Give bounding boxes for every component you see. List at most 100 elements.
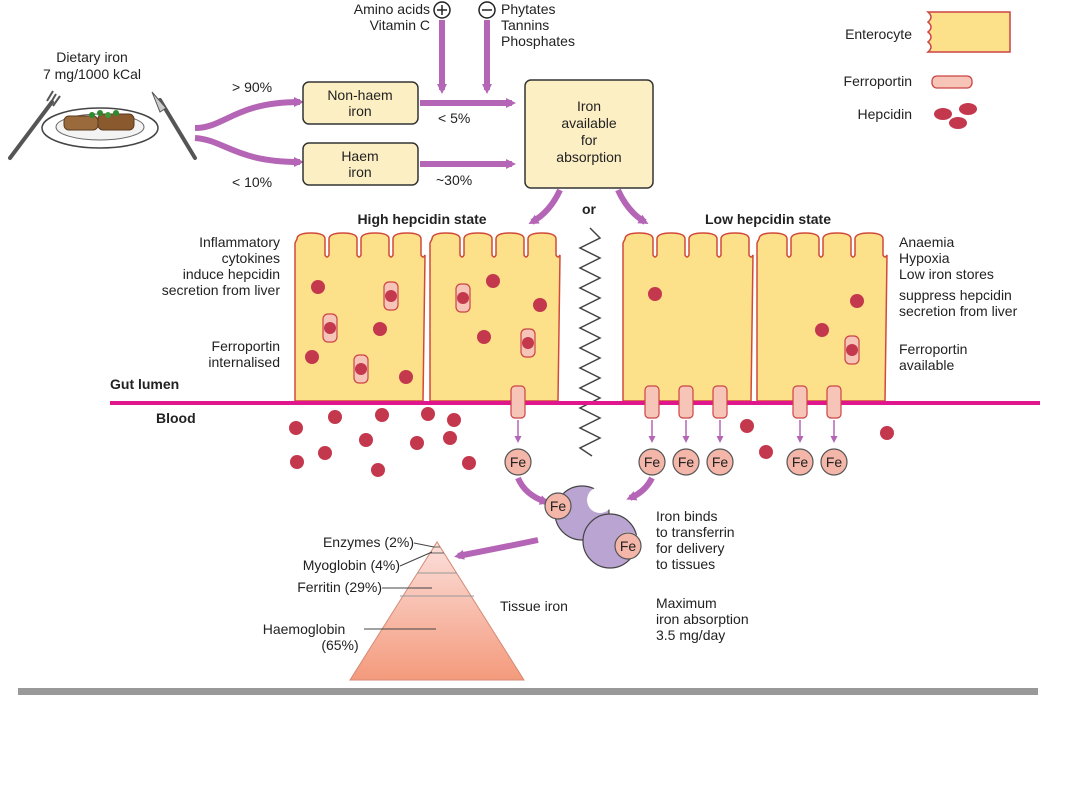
fork-icon (8, 90, 61, 160)
nonhaem-label-2: iron (348, 103, 371, 119)
hepcidin-dot-blood-6 (359, 433, 373, 447)
to-low-arrow (615, 188, 649, 225)
nonhaem-percent: > 90% (232, 79, 272, 95)
hepcidin-dot-cell-2 (373, 322, 387, 336)
hepcidin-legend-icon (934, 103, 977, 129)
knife-icon (151, 91, 197, 160)
max-absorption-1: Maximum (656, 595, 717, 611)
gut-lumen-label: Gut lumen (110, 376, 179, 392)
to-high-arrow (528, 188, 563, 225)
fe-to-transferrin-left-arrow (515, 476, 550, 505)
enterocyte-cell-1 (294, 232, 426, 402)
low-stores-note: Low iron stores (899, 266, 994, 282)
max-absorption-3: 3.5 mg/day (656, 627, 725, 643)
hepcidin-dot-blood-7 (410, 436, 424, 450)
ferroportin-channel-5 (792, 385, 808, 419)
cytokines-note-2: cytokines (222, 250, 280, 266)
ferritin-label: Ferritin (29%) (297, 579, 382, 595)
or-label: or (582, 201, 597, 217)
cytokines-note-3: induce hepcidin (183, 266, 280, 282)
iron-available-1: Iron (577, 98, 601, 114)
hepcidin-dot-cell-3 (305, 350, 319, 364)
low-hepcidin-heading: Low hepcidin state (705, 211, 831, 227)
enzymes-label: Enzymes (2%) (323, 534, 414, 550)
nonhaem-label-1: Non-haem (327, 87, 392, 103)
bound-hepcidin-dot (846, 344, 858, 356)
haemoglobin-label-2: (65%) (321, 637, 358, 653)
haem-arrow (194, 135, 304, 167)
hepcidin-dot-cell-1 (311, 280, 325, 294)
transferrin-note-3: for delivery (656, 540, 724, 556)
haem-absorption: ~30% (436, 172, 472, 188)
high-hepcidin-heading: High hepcidin state (357, 211, 486, 227)
transferrin-fe-2 (614, 532, 642, 560)
haem-percent: < 10% (232, 174, 272, 190)
hepcidin-dot-blood-3 (375, 408, 389, 422)
ferroportin-channel-4 (712, 385, 728, 419)
internal-ferroportin-5 (520, 328, 536, 358)
fe-label-6: Fe (826, 454, 843, 470)
internal-ferroportin-4 (455, 283, 471, 313)
enterocyte-cell-4 (756, 232, 888, 402)
nonhaem-box (302, 81, 419, 125)
hepcidin-dot-cell-10 (815, 323, 829, 337)
legend-hepcidin-label: Hepcidin (858, 106, 912, 122)
to-tissue-arrow (454, 537, 539, 560)
hepcidin-dot-blood-1 (289, 421, 303, 435)
fe-label-3: Fe (678, 454, 695, 470)
internal-ferroportin-1 (383, 281, 399, 311)
hepcidin-dot-blood-9 (290, 455, 304, 469)
haem-label-1: Haem (341, 148, 378, 164)
transferrin-note-1: Iron binds (656, 508, 717, 524)
internal-ferroportin-2 (322, 313, 338, 343)
fe-circle-2 (638, 448, 666, 476)
suppress-note-2: secretion from liver (899, 303, 1018, 319)
inhibitors-line3: Phosphates (501, 33, 575, 49)
bound-hepcidin-dot (355, 363, 367, 375)
transferrin-fe-1-label: Fe (550, 498, 567, 514)
iron-available-2: available (561, 115, 616, 131)
hepcidin-dot-blood-8 (443, 431, 457, 445)
transferrin-note-4: to tissues (656, 556, 715, 572)
ferroportin-channel-3 (678, 385, 694, 419)
internal-ferroportin-3 (353, 354, 369, 384)
ferroportin-channel-1 (510, 385, 526, 419)
fe-label-4: Fe (712, 454, 729, 470)
hepcidin-dot-blood-5 (447, 413, 461, 427)
zigzag-divider (578, 227, 602, 457)
haem-box (302, 142, 419, 186)
legend-enterocyte-label: Enterocyte (845, 26, 912, 42)
enhancers-line2: Vitamin C (370, 17, 430, 33)
hepcidin-dot-cell-9 (850, 294, 864, 308)
bound-hepcidin-dot (522, 337, 534, 349)
transferrin-fe-2-label: Fe (620, 538, 637, 554)
dietary-iron: Dietary iron 7 mg/1000 kCal (8, 49, 197, 160)
bound-hepcidin-dot (457, 292, 469, 304)
tissue-iron-label: Tissue iron (500, 598, 568, 614)
plus-icon (433, 1, 451, 19)
myoglobin-leader (399, 551, 433, 567)
cropped-caption-strip (18, 688, 1038, 695)
enterocyte-cell-3 (622, 232, 754, 402)
hepcidin-dot-blood-13 (740, 419, 754, 433)
transferrin-note-2: to transferrin (656, 524, 735, 540)
fe-label-5: Fe (792, 454, 809, 470)
hepcidin-dot-blood-2 (328, 410, 342, 424)
hypoxia-note: Hypoxia (899, 250, 950, 266)
iron-available-3: for (581, 132, 598, 148)
minus-icon (478, 1, 496, 19)
hepcidin-dot-blood-10 (318, 446, 332, 460)
hepcidin-dot-cell-4 (399, 370, 413, 384)
cytokines-note-4: secretion from liver (162, 282, 281, 298)
enzymes-leader (413, 542, 435, 548)
enterocyte-legend-icon (925, 11, 1011, 53)
ferroportin-channel-6 (826, 385, 842, 419)
dietary-iron-amount: 7 mg/1000 kCal (43, 66, 141, 82)
blood-label: Blood (156, 410, 196, 426)
fe-circle-3 (672, 448, 700, 476)
hepcidin-dot-blood-15 (880, 426, 894, 440)
ferroportin-available-2: available (899, 357, 954, 373)
hepcidin-dot-blood-14 (759, 445, 773, 459)
